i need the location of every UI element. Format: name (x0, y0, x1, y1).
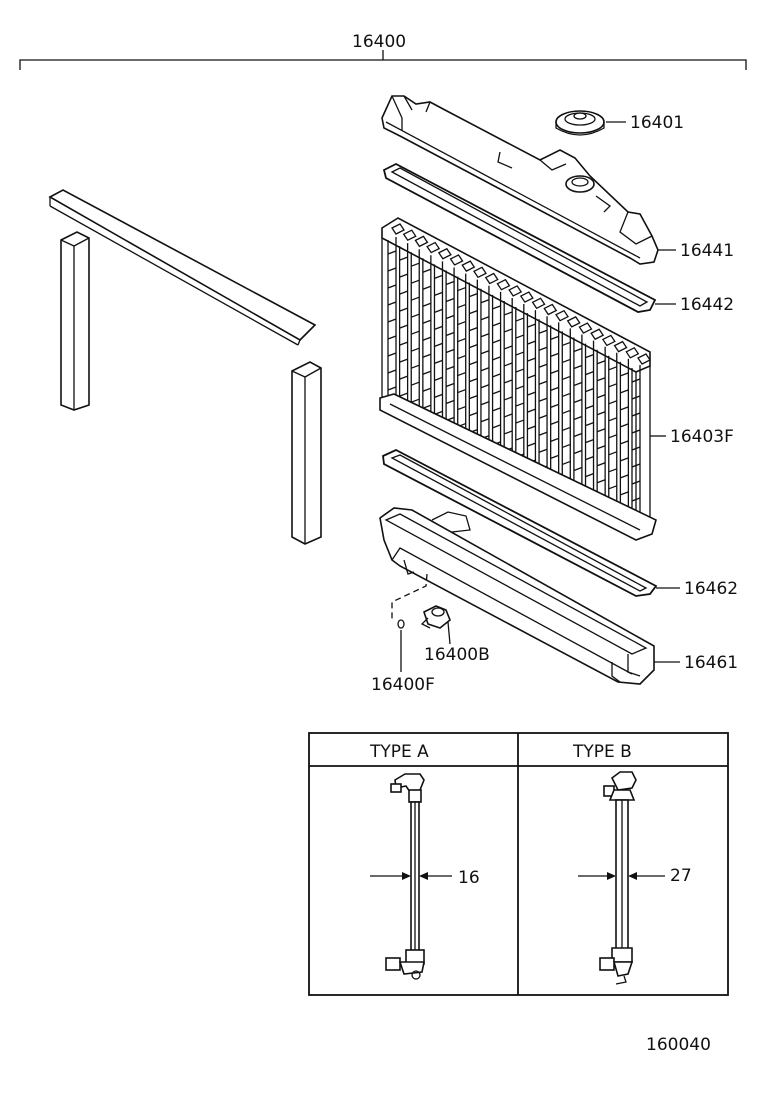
upper-tank (381, 95, 659, 265)
label-16403F: 16403F (670, 427, 734, 447)
label-16462: 16462 (684, 579, 738, 599)
label-16401: 16401 (630, 113, 684, 133)
leader-16400B (447, 621, 451, 645)
lower-gasket (382, 448, 658, 597)
label-16441: 16441 (680, 241, 734, 261)
label-16442: 16442 (680, 295, 734, 315)
o-ring (397, 619, 405, 629)
radiator-core (379, 217, 657, 541)
figure-number: 160040 (646, 1035, 711, 1055)
o-ring-install-path (391, 573, 428, 620)
label-16400: 16400 (352, 32, 406, 52)
type-b-dimension (578, 872, 665, 880)
type-b-header: TYPE B (572, 742, 632, 762)
type-table (308, 732, 729, 996)
seal-strip-top (48, 189, 317, 346)
radiator-cap (555, 110, 605, 136)
type-a-pipe (385, 773, 425, 980)
drain-cock-plug (420, 605, 451, 629)
seal-strip-left (60, 231, 90, 411)
seal-strip-right (291, 361, 322, 545)
type-a-dimension-value: 16 (458, 868, 480, 888)
label-16461: 16461 (684, 653, 738, 673)
core-tubes (387, 237, 641, 534)
core-tube-slots (391, 223, 651, 365)
label-16400F: 16400F (371, 675, 435, 695)
lower-tank (379, 507, 655, 685)
type-b-dimension-value: 27 (670, 866, 692, 886)
assembly-bracket (19, 50, 747, 70)
type-a-dimension (370, 872, 452, 880)
upper-gasket (382, 162, 657, 313)
label-16400B: 16400B (424, 645, 490, 665)
type-a-header: TYPE A (369, 742, 429, 762)
type-b-pipe (599, 771, 637, 985)
